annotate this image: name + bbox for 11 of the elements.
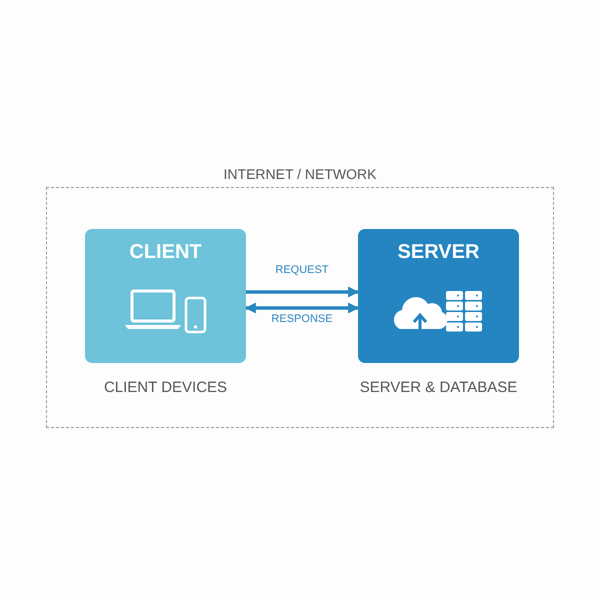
network-label: INTERNET / NETWORK — [222, 166, 378, 182]
client-box — [85, 229, 246, 363]
box-title: SERVER — [396, 241, 480, 264]
edge-label: REQUEST — [273, 264, 331, 276]
server-box — [358, 229, 519, 363]
box-title: CLIENT — [128, 241, 203, 264]
node-label: CLIENT DEVICES — [104, 379, 228, 396]
node-label: SERVER & DATABASE — [360, 379, 518, 396]
edge-label: RESPONSE — [269, 313, 335, 325]
arrow — [244, 302, 360, 314]
arrow — [246, 286, 360, 298]
